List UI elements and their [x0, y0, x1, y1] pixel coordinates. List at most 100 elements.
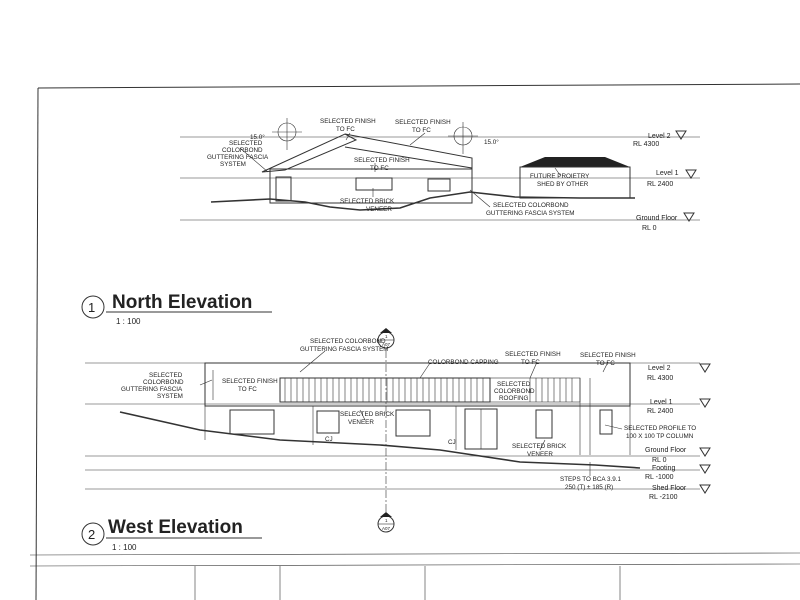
level-rl: RL 0: [642, 225, 657, 232]
note-finish-right-a: SELECTED FINISH: [580, 352, 636, 359]
north-elevation: 15.0° 15.0° SELECTED FINISH TO FC SELECT…: [81, 118, 700, 326]
level-rl: RL 2400: [647, 408, 673, 415]
angle-label-right: 15.0°: [484, 138, 499, 146]
west-level-footing: Footing RL -1000: [645, 464, 711, 481]
level-rl: RL -2100: [649, 494, 678, 501]
note-roof-a: SELECTED: [497, 381, 531, 388]
note-finish-left-a: SELECTED FINISH: [222, 378, 278, 385]
note-gutter-a: SELECTED: [149, 372, 183, 379]
note-gutter-d: SYSTEM: [157, 393, 183, 400]
note-brick-a: SELECTED BRICK: [340, 198, 395, 205]
level-rl: RL 4300: [633, 141, 659, 148]
level-marker-icon: [675, 130, 687, 140]
note-finish-fc-3: SELECTED FINISH: [354, 157, 410, 164]
note-finish-right-b: TO FC: [596, 360, 615, 367]
level-rl: RL -1000: [645, 474, 674, 481]
level-marker-icon: [699, 447, 711, 457]
angle-marker-right: 15.0°: [448, 122, 499, 154]
note-brick-a: SELECTED BRICK: [340, 411, 395, 418]
section-sheet-2: A07: [382, 526, 391, 531]
note-finish-fc-1b: TO FC: [336, 126, 355, 133]
note-finish-left-b: TO FC: [238, 386, 257, 393]
note-finish-fc-2b: TO FC: [412, 127, 431, 134]
note-finish-fc-3b: TO FC: [370, 165, 389, 172]
note-steps-a: STEPS TO BCA 3.9.1: [560, 476, 622, 483]
note-top-gutter-a: SELECTED COLORBOND: [310, 338, 386, 345]
note-gutter-c: GUTTERING FASCIA: [207, 154, 269, 161]
note-shed-b: SHED BY OTHER: [537, 181, 589, 188]
level-name: Ground Floor: [636, 215, 678, 222]
cj-label-2: CJ: [448, 439, 456, 446]
note-finish-fc-1: SELECTED FINISH: [320, 118, 376, 125]
level-marker-icon: [699, 464, 711, 474]
section-marker-bottom[interactable]: 1 A07: [377, 512, 395, 533]
north-level-level-1: Level 1 RL 2400: [647, 169, 697, 188]
level-name: Level 2: [648, 133, 671, 140]
north-title-block: 1 North Elevation 1 : 100: [81, 292, 272, 326]
level-name: Ground Floor: [645, 447, 687, 454]
note-gutter2-b: GUTTERING FASCIA SYSTEM: [486, 210, 575, 217]
note-brick-b: VENEER: [348, 419, 374, 426]
level-marker-icon: [683, 212, 695, 222]
note-gutter-c: GUTTERING FASCIA: [121, 386, 183, 393]
level-marker-icon: [685, 169, 697, 179]
note-brick2-b: VENEER: [527, 451, 553, 458]
west-level-shed-floor: Shed Floor RL -2100: [649, 484, 711, 501]
roof-hatch: [279, 377, 581, 403]
note-roof-b: COLORBOND: [494, 388, 535, 395]
west-level-level-1: Level 1 RL 2400: [647, 398, 711, 415]
level-rl: RL 0: [652, 457, 667, 464]
sheet-border: [29, 83, 800, 600]
note-capping: COLORBOND CAPPING: [428, 359, 499, 366]
note-brick2-a: SELECTED BRICK: [512, 443, 567, 450]
note-finish-mid-b: TO FC: [521, 359, 540, 366]
level-name: Footing: [652, 465, 675, 472]
section-marker-top[interactable]: 1 A07: [377, 328, 395, 349]
note-top-gutter-b: GUTTERING FASCIA SYSTEM: [300, 346, 389, 353]
note-gutter-d: SYSTEM: [220, 161, 246, 168]
section-ref-2: 1: [385, 518, 388, 523]
level-marker-icon: [699, 398, 711, 408]
angle-label-left: 15.0°: [250, 133, 265, 141]
note-shed-a: FUTURE PROIETRY: [530, 173, 590, 180]
section-ref: 1: [385, 334, 388, 339]
level-name: Level 1: [650, 399, 673, 406]
level-name: Shed Floor: [652, 485, 687, 492]
section-arrow-icon: [380, 512, 392, 517]
north-level-ground-floor: Ground Floor RL 0: [636, 212, 695, 232]
angle-marker-left: 15.0°: [250, 118, 302, 150]
level-rl: RL 2400: [647, 181, 673, 188]
note-brick-b: VENEER: [366, 206, 392, 213]
north-level-level-2: Level 2 RL 4300: [633, 130, 687, 148]
note-finish-fc-2: SELECTED FINISH: [395, 119, 451, 126]
level-name: Level 1: [656, 170, 679, 177]
view-title: North Elevation: [112, 292, 252, 313]
west-title-block: 2 West Elevation 1 : 100: [81, 517, 262, 552]
cj-label-1: CJ: [325, 436, 333, 443]
west-level-ground-floor: Ground Floor RL 0: [645, 447, 711, 464]
view-scale: 1 : 100: [116, 317, 141, 326]
west-level-level-2: Level 2 RL 4300: [647, 363, 711, 382]
level-name: Level 2: [648, 365, 671, 372]
note-profile-b: 100 X 100 TP COLUMN: [626, 433, 694, 440]
note-steps-b: 250 (T) ± 185 (R): [565, 484, 613, 491]
note-profile-a: SELECTED PROFILE TO: [624, 425, 696, 432]
west-elevation: 1 A07 1 A07: [81, 328, 711, 552]
view-scale: 1 : 100: [112, 543, 137, 552]
level-rl: RL 4300: [647, 375, 673, 382]
level-marker-icon: [699, 484, 711, 494]
view-number: 1: [88, 300, 95, 315]
note-finish-mid-a: SELECTED FINISH: [505, 351, 561, 358]
note-gutter-a: SELECTED: [229, 140, 263, 147]
north-leaders: [239, 132, 561, 208]
note-roof-c: ROOFING: [499, 395, 528, 402]
level-marker-icon: [699, 363, 711, 373]
section-sheet: A07: [382, 342, 391, 347]
view-title: West Elevation: [108, 517, 243, 538]
view-number: 2: [88, 527, 95, 542]
note-gutter2-a: SELECTED COLORBOND: [493, 202, 569, 209]
note-gutter-b: COLORBOND: [143, 379, 184, 386]
section-arrow-icon: [380, 328, 392, 333]
west-leaders: [199, 350, 623, 476]
